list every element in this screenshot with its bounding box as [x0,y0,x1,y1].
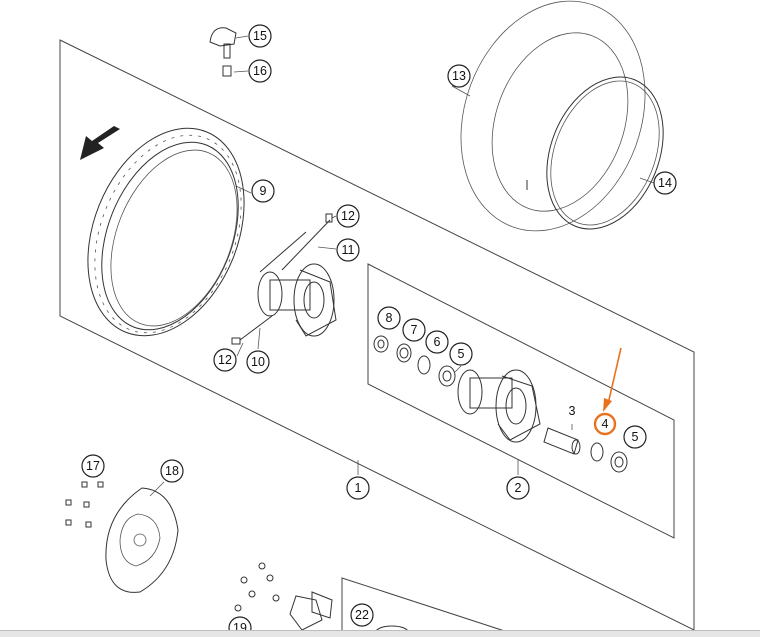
spoke-10 [231,315,273,345]
callout-5-lower[interactable]: 5 [623,425,647,449]
tire-13 [460,0,646,232]
assembly-frame-2 [367,263,675,539]
disc-bolts-17 [65,481,104,528]
callout-17-label: 17 [86,459,100,473]
callout-13-label: 13 [452,69,466,83]
callout-6[interactable]: 6 [425,330,449,354]
hub-assembly-upper [257,263,337,337]
callout-8-label: 8 [386,311,393,325]
callout-9-label: 9 [260,184,267,198]
callout-14[interactable]: 14 [653,171,677,195]
callout-7-label: 7 [411,323,418,337]
callout-11-label: 11 [342,243,355,257]
callout-10-label: 10 [251,355,265,369]
brake-disc-18 [105,487,179,593]
callout-12-lower-label: 12 [218,353,232,367]
valve-nut-16 [222,65,232,77]
rotation-direction-arrow-icon [80,126,120,160]
spoke-11 [259,213,333,273]
callout-5-lower-label: 5 [632,430,639,444]
callout-6-label: 6 [434,335,441,349]
callout-5-upper-label: 5 [458,347,465,361]
bearing-5-lower [610,451,628,473]
callout-9[interactable]: 9 [251,179,275,203]
callout-2-label: 2 [515,481,522,495]
callout-17[interactable]: 17 [81,454,105,478]
inner-tube-14 [526,76,664,230]
spacer-3 [543,427,581,455]
callout-12-upper-label: 12 [341,209,355,223]
hub-assembly-lower [457,369,541,443]
ring-4 [590,442,604,462]
leader-lines [149,35,655,497]
callout-18-label: 18 [165,464,179,478]
callout-5-upper[interactable]: 5 [449,342,473,366]
bottom-parts-19 [234,562,409,636]
bearing-8 [373,335,389,353]
valve-cap-15 [209,27,237,59]
callout-12-lower[interactable]: 12 [213,348,237,372]
callout-3[interactable]: 3 [561,400,583,422]
callout-15-label: 15 [253,29,267,43]
callout-1-label: 1 [355,481,362,495]
ring-6 [417,355,431,375]
callout-11[interactable]: 11 [336,238,360,262]
assembly-frame-22 [341,577,521,636]
callout-16[interactable]: 16 [248,59,272,83]
pointer-arrow-icon [603,347,622,412]
bearing-5-upper [438,365,456,387]
callout-15[interactable]: 15 [248,24,272,48]
callout-4-label: 4 [602,417,609,431]
callout-8[interactable]: 8 [377,306,401,330]
callout-3-label: 3 [569,404,576,418]
callout-14-label: 14 [658,176,672,190]
bottom-scrollbar[interactable] [0,630,760,637]
callout-1[interactable]: 1 [346,476,370,500]
callout-4-highlighted[interactable]: 4 [593,412,617,436]
callout-7[interactable]: 7 [402,318,426,342]
callout-18[interactable]: 18 [160,459,184,483]
callout-10[interactable]: 10 [246,350,270,374]
callout-22-label: 22 [355,608,369,622]
callout-22[interactable]: 22 [350,603,374,627]
callout-12-upper[interactable]: 12 [336,204,360,228]
seal-7 [396,343,412,363]
callout-13[interactable]: 13 [447,64,471,88]
callout-2[interactable]: 2 [506,476,530,500]
callout-16-label: 16 [253,64,267,78]
